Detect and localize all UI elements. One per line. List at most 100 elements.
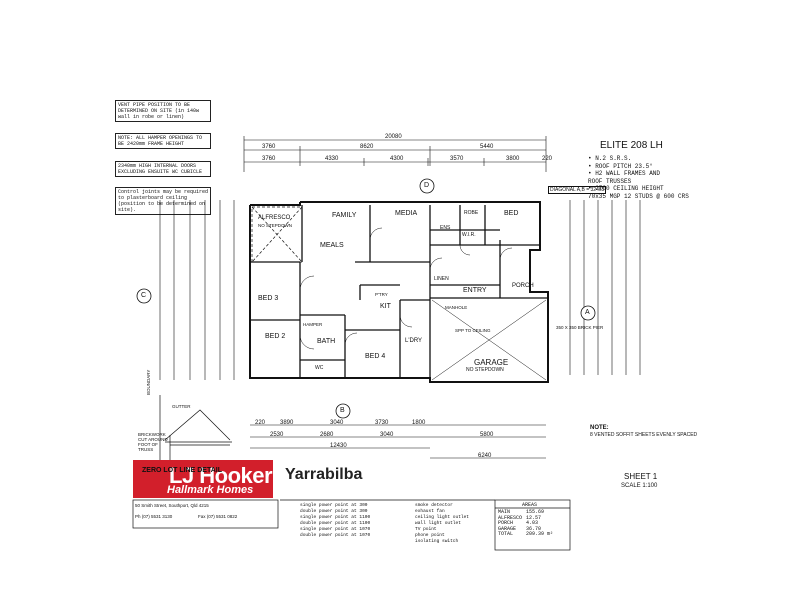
brand-address: 50 Smith Street, Southport, Qld 4215: [135, 503, 209, 508]
dim-bottom-1a: 220: [255, 420, 266, 426]
grid-marker-c: C: [141, 292, 147, 299]
grid-marker-d: D: [424, 182, 430, 189]
dim-top-1b: 8620: [360, 144, 374, 150]
room-porch: PORCH: [512, 283, 534, 289]
area-name: MAIN: [498, 509, 511, 515]
dim-top-1c: 5440: [480, 144, 494, 150]
room-pantry: P'TRY: [375, 292, 388, 297]
brand-fax: Fax (07) 5531 0822: [198, 514, 238, 519]
room-bed: BED: [504, 210, 519, 217]
legend-item: single power point at 300: [300, 503, 368, 508]
legend-item: single power point at 1100: [300, 515, 371, 520]
legend-item: double power point at 1070: [300, 533, 371, 538]
areas-heading: AREAS: [522, 502, 538, 508]
room-entry: ENTRY: [463, 287, 487, 294]
legend-item: phone point: [415, 533, 445, 538]
brick-pier-label: 350 X 350 BRICK PIER: [556, 325, 604, 330]
note-label: NOTE:: [590, 425, 609, 431]
spec-list: • N.2 S.R.S. • ROOF PITCH 23.5° • H2 WAL…: [588, 155, 689, 200]
legend-item: exhaust fan: [415, 509, 445, 514]
design-name: ELITE 208 LH: [600, 140, 663, 151]
area-value: 155.69: [526, 509, 545, 515]
room-media: MEDIA: [395, 210, 418, 217]
boundary-label: BOUNDARY: [146, 369, 151, 395]
electrical-legend-left: single power point at 300 double power p…: [300, 503, 370, 539]
room-wc: WC: [315, 365, 324, 371]
dim-top-2d: 3570: [450, 156, 464, 162]
room-family: FAMILY: [332, 212, 357, 219]
brickwork-label: BRICKWORK CUT AROUND FOOT OF TRUSS: [138, 432, 168, 452]
room-robe: ROBE: [464, 210, 479, 216]
note-hamper: NOTE: ALL HAMPER OPENINGS TO BE 2420mm F…: [115, 133, 211, 149]
spec-item: ROOF TRUSSES: [588, 177, 632, 185]
electrical-legend-right: smoke detector exhaust fan ceiling light…: [415, 503, 469, 545]
dim-top-2b: 4330: [325, 156, 339, 162]
spec-item: • ROOF PITCH 23.5°: [588, 162, 653, 170]
legend-item: isolating switch: [415, 539, 459, 544]
dim-top-2c: 4300: [390, 156, 404, 162]
area-value: 12.57: [526, 514, 542, 521]
room-meals: MEALS: [320, 242, 344, 249]
brand-location: Yarrabilba: [285, 466, 363, 483]
dim-bottom-1b: 3890: [280, 420, 294, 426]
note-text: 8 VENTED SOFFIT SHEETS EVENLY SPACED: [590, 432, 698, 438]
area-name: GARAGE: [498, 525, 517, 532]
brand-phone: Ph (07) 5531 3130: [135, 514, 173, 519]
table-row: GARAGE 36.70: [496, 525, 555, 533]
room-spp: SPP TO CEILING: [455, 328, 491, 333]
room-ens: ENS: [440, 225, 451, 231]
room-bed3: BED 3: [258, 295, 279, 302]
legend-item: double power point at 300: [300, 509, 368, 514]
sheet-number: SHEET 1: [624, 472, 658, 481]
legend-item: double power point at 1100: [300, 521, 371, 526]
room-ldry: L'DRY: [405, 338, 423, 344]
dim-top-2e: 3800: [506, 156, 520, 162]
area-name: TOTAL: [498, 531, 514, 537]
area-value: 209.39: [526, 531, 545, 537]
room-alfresco-sub: NO STEPDOWN: [258, 223, 293, 228]
dim-bottom-2c: 3040: [380, 432, 394, 438]
table-row: MAIN 155.69: [496, 509, 555, 516]
room-alfresco: ALFRESCO: [258, 215, 291, 221]
table-row: TOTAL 209.39 m²: [496, 531, 555, 538]
dim-bottom-overall: 12430: [330, 443, 347, 449]
sheet-scale: SCALE 1:100: [621, 483, 658, 489]
legend-item: ceiling light outlet: [415, 515, 470, 520]
area-name: PORCH: [498, 520, 514, 526]
dim-bottom-right: 6240: [478, 453, 492, 459]
gutter-label: GUTTER: [172, 404, 191, 409]
area-unit: m²: [547, 531, 554, 537]
zero-lot-label: ZERO LOT LINE DETAIL: [142, 467, 222, 474]
grid-marker-a: A: [585, 309, 590, 316]
dim-overall-top: 20080: [385, 134, 402, 140]
dim-bottom-2b: 2680: [320, 432, 334, 438]
dim-bottom-1d: 3730: [375, 420, 389, 426]
brand-logo: LJ Hooker Hallmark Homes: [133, 460, 273, 498]
table-row: PORCH 4.03: [496, 520, 555, 527]
room-bed2: BED 2: [265, 333, 286, 340]
room-linen: LINEN: [434, 276, 449, 282]
legend-item: wall light outlet: [415, 521, 461, 526]
area-value: 4.03: [526, 520, 539, 526]
room-wir: W.I.R.: [462, 232, 476, 238]
brand-line2: Hallmark Homes: [167, 484, 254, 496]
dim-bottom-2d: 5800: [480, 432, 494, 438]
dim-top-1a: 3760: [262, 144, 276, 150]
room-hamper: HAMPER: [303, 322, 323, 327]
room-bed4: BED 4: [365, 353, 386, 360]
legend-item: TV point: [415, 527, 437, 532]
legend-item: single power point at 1070: [300, 527, 371, 532]
dim-bottom-2a: 2530: [270, 432, 284, 438]
dim-bottom-1c: 3040: [330, 420, 344, 426]
room-bath: BATH: [317, 338, 336, 345]
area-name: ALFRESCO: [498, 514, 523, 521]
note-control-joints: Control joints may be required to plaste…: [115, 187, 211, 215]
spec-item: 70x35 MGP 12 STUDS @ 600 CRS: [588, 192, 689, 200]
note-doors: 2340mm HIGH INTERNAL DOORS EXCLUDING ENS…: [115, 161, 211, 177]
brand-line1: LJ Hooker: [169, 463, 273, 488]
area-value: 36.70: [526, 525, 542, 532]
dim-edge: 220: [542, 156, 553, 162]
room-kit: KIT: [380, 303, 391, 310]
